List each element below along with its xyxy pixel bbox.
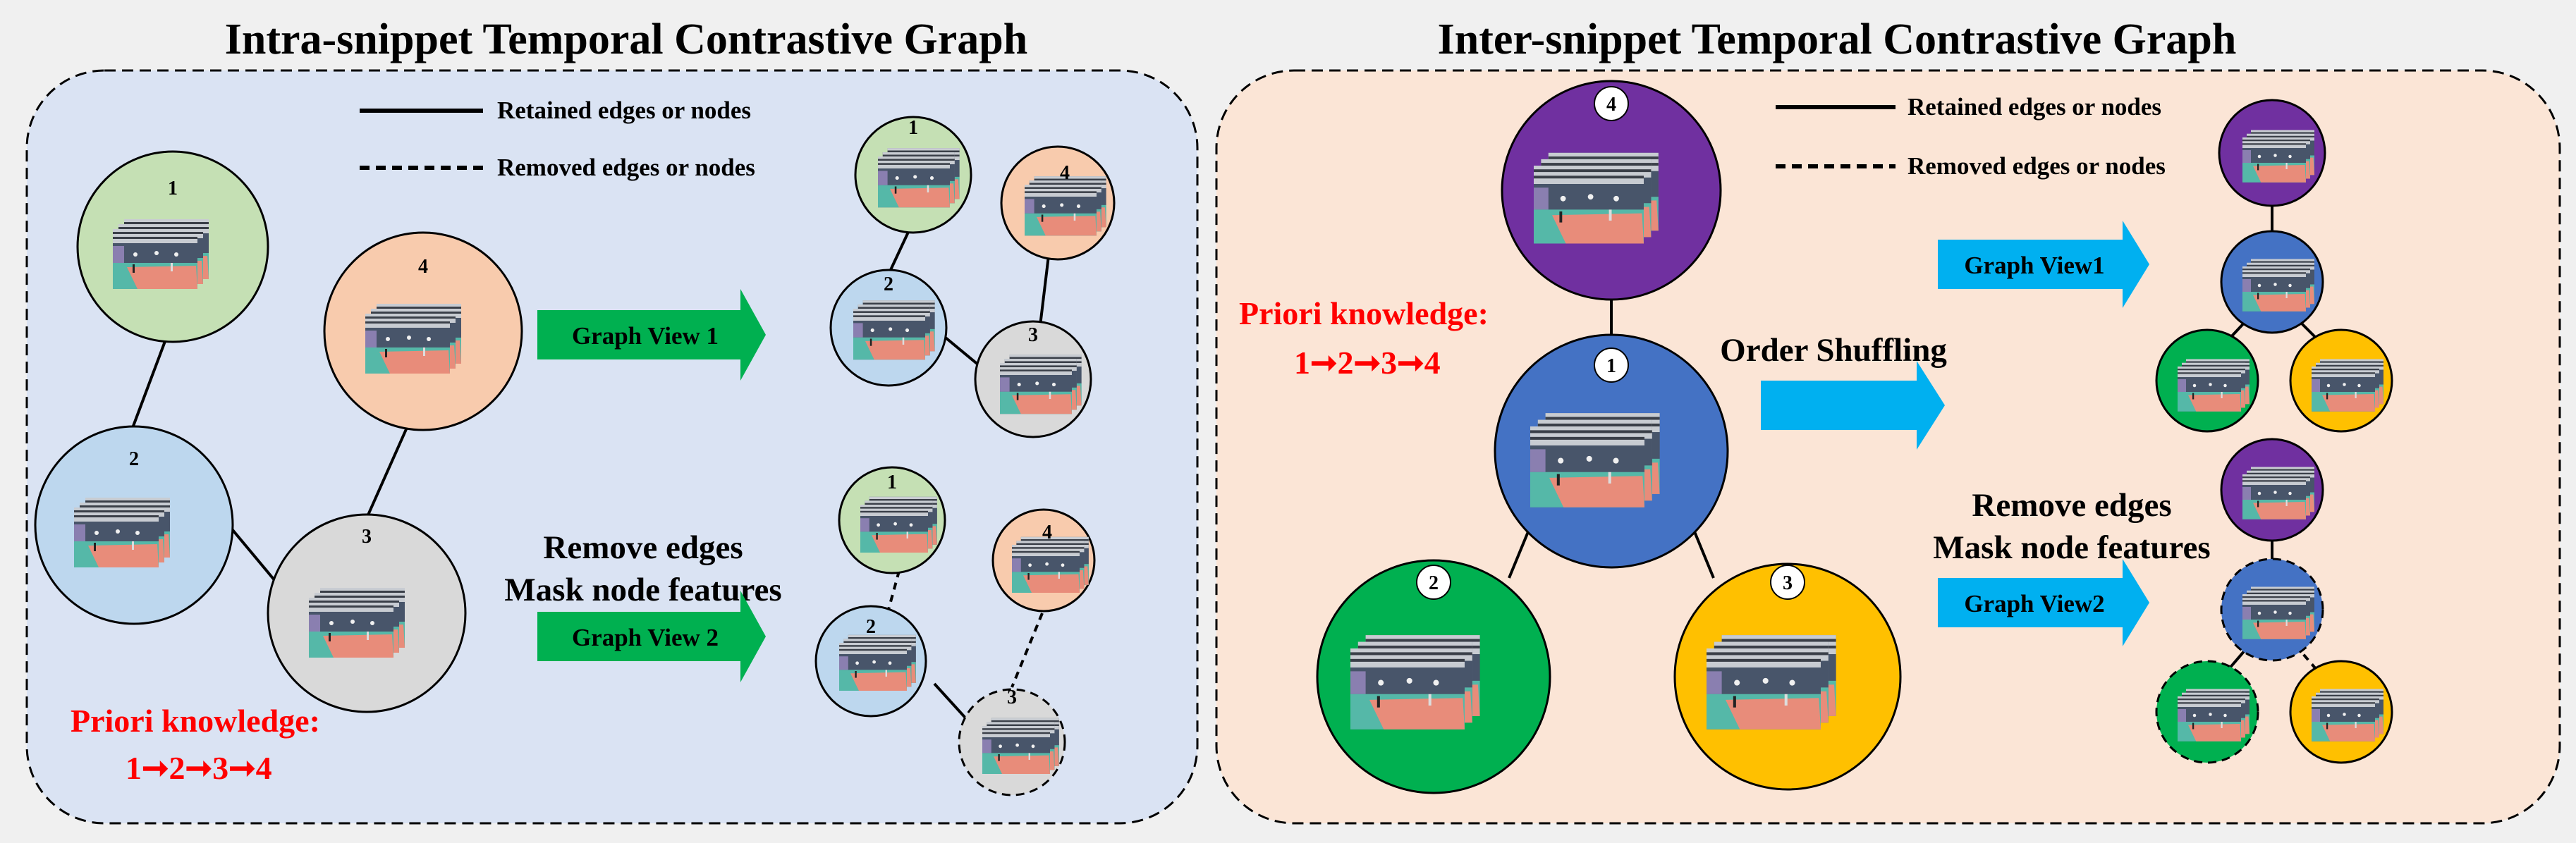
intra-view1-node-2: 2 [829,269,948,387]
inter-node-2: 2 [1316,559,1551,794]
intra-priori-line1: Priori knowledge: [71,703,320,739]
inter-graph-view2-label: Graph View2 [1964,590,2104,617]
intra-legend: Retained edges or nodes Removed edges or… [360,97,755,181]
svg-text:2: 2 [866,616,876,638]
intra-view1-graph: 1 2 4 3 [829,116,1116,438]
inter-snippet-panel: Inter-snippet Temporal Contrastive Graph… [1215,16,2561,825]
inter-node-3: 3 [1673,562,1902,791]
inter-node-4-label: 4 [1606,94,1616,116]
retained-legend-label: Retained edges or nodes [1907,93,2161,121]
intra-node-4-label: 4 [418,256,428,278]
inter-node-3-label: 3 [1783,572,1793,594]
retained-legend-label: Retained edges or nodes [497,97,751,124]
svg-text:2: 2 [884,273,893,295]
intra-priori-line2: 1➞2➞3➞4 [126,750,272,786]
intra-edge-3-4 [365,422,410,519]
inter-graph-view1-label: Graph View1 [1964,252,2104,279]
inter-legend: Retained edges or nodes Removed edges or… [1776,93,2166,180]
intra-node-1: 1 [76,150,269,343]
intra-aug-line1: Remove edges [543,529,743,566]
intra-node-1-label: 1 [168,178,178,199]
order-shuffling-label: Order Shuffling [1720,332,1947,369]
inter-node-1: 1 [1494,333,1729,569]
inter-graph-view2-arrow: Graph View2 [1938,559,2149,646]
order-shuffling-arrow [1761,361,1945,450]
inter-graph-view1-arrow: Graph View1 [1938,221,2149,308]
inter-view1-graph [2155,99,2393,433]
svg-text:1: 1 [887,472,897,493]
inter-aug-line2: Mask node features [1933,529,2210,566]
removed-legend-label: Removed edges or nodes [1907,152,2166,180]
intra-node-3-label: 3 [362,526,372,548]
intra-view2-node-4: 4 [991,508,1096,613]
inter-aug-line1: Remove edges [1972,487,2171,524]
intra-edge-2-3 [224,520,280,586]
svg-text:4: 4 [1042,522,1052,543]
inter-node-4: 4 [1501,80,1722,301]
svg-text:3: 3 [1028,324,1038,346]
intra-snippet-panel: Intra-snippet Temporal Contrastive Graph… [25,16,1199,825]
inter-node-2-label: 2 [1429,572,1439,594]
intra-node-4: 4 [323,231,523,431]
graph-view-1-label: Graph View 1 [572,322,719,350]
graph-view-1-arrow: Graph View 1 [537,289,766,381]
inter-priori-line2: 1➞2➞3➞4 [1294,345,1441,381]
svg-text:3: 3 [1007,687,1017,708]
inter-node-1-label: 1 [1606,355,1616,377]
graph-view-2-arrow: Graph View 2 [537,591,766,682]
inter-view2-graph [2155,438,2393,764]
intra-view2-graph: 1 2 4 3 [814,466,1096,796]
removed-legend-label: Removed edges or nodes [497,154,755,181]
intra-view2-node-2: 2 [814,605,927,718]
intra-panel-title: Intra-snippet Temporal Contrastive Graph [225,16,1027,63]
intra-view2-node-1: 1 [838,466,946,574]
intra-aug-line2: Mask node features [504,572,781,608]
intra-view1-node-4: 4 [1000,145,1116,261]
svg-text:4: 4 [1060,162,1070,184]
intra-node-2: 2 [34,425,234,625]
inter-panel-title: Inter-snippet Temporal Contrastive Graph [1438,16,2237,63]
intra-view1-node-1: 1 [854,116,972,234]
intra-view2-node-3: 3 [958,687,1066,796]
svg-text:1: 1 [908,117,918,139]
intra-node-2-label: 2 [129,448,139,470]
intra-node-3: 3 [267,513,467,713]
inter-priori-line1: Priori knowledge: [1239,295,1489,331]
intra-view1-node-3: 3 [974,320,1092,438]
graph-view-2-label: Graph View 2 [572,624,719,651]
